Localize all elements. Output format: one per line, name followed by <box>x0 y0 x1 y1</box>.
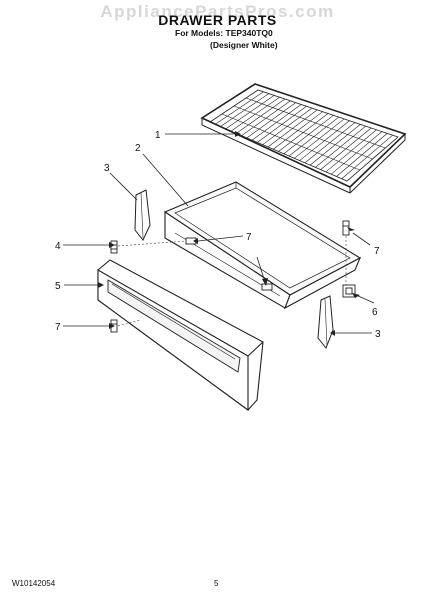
callout-7-pan: 7 <box>246 232 252 243</box>
models-line: For Models: TEP340TQ0 <box>175 28 273 38</box>
document-number: W10142054 <box>12 579 56 588</box>
drawer-slide-left <box>134 189 151 241</box>
page-title: DRAWER PARTS <box>158 12 277 28</box>
callout-5: 5 <box>55 281 61 292</box>
callout-3-right: 3 <box>375 329 381 340</box>
leader-lines <box>63 133 375 334</box>
callout-1: 1 <box>155 130 161 141</box>
dashed-lines <box>117 236 347 327</box>
rack-crossbar <box>233 105 373 160</box>
callout-2: 2 <box>135 143 141 154</box>
arrow-heads <box>98 131 360 336</box>
screw-part-7-pan-mid <box>261 283 273 291</box>
callout-6: 6 <box>372 307 378 318</box>
stop-part-6 <box>342 284 356 298</box>
drawer-slide-right <box>317 295 334 349</box>
screw-part-4 <box>110 240 118 254</box>
callout-7-right: 7 <box>374 246 380 257</box>
callout-7-front: 7 <box>55 322 61 333</box>
rack-crossbar <box>245 97 386 149</box>
oven-rack <box>200 83 407 194</box>
drawer-front <box>97 259 264 412</box>
callout-3-left: 3 <box>104 163 110 174</box>
watermark: AppliancePartsPros.com <box>100 2 335 21</box>
rack-crossbar <box>221 113 360 171</box>
page-number: 5 <box>214 579 219 588</box>
drawer-pan <box>163 181 362 310</box>
callout-4: 4 <box>55 241 61 252</box>
variant-line: (Designer White) <box>210 40 278 50</box>
